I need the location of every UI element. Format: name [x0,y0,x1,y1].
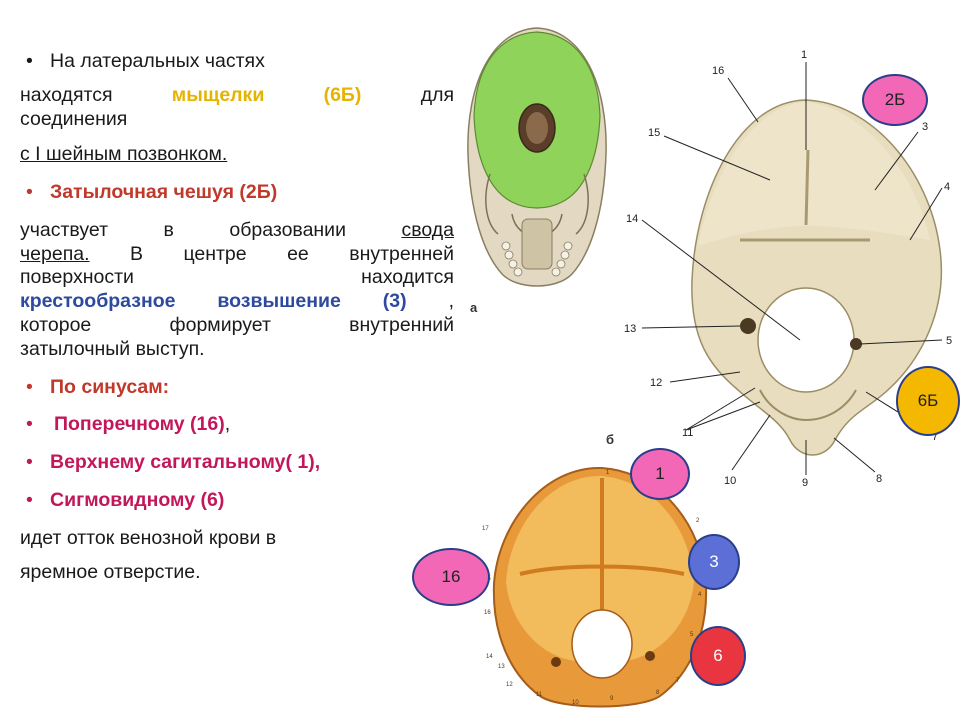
figure-letter-b: б [606,432,615,447]
line-forms: которое формирует внутренний [20,314,454,337]
label-1-small: 1 [606,470,610,476]
label-15: 15 [648,127,660,139]
bullet-condyles: На латеральных частях [20,50,454,74]
label-10: 10 [724,475,736,487]
label-10-small: 10 [572,700,579,706]
badge-6b: 6Б [896,366,960,436]
line-surface: поверхности находится [20,266,454,289]
figure-inner-skull: 17 2 1 16 4 15 5 14 13 7 12 11 9 8 10 [480,464,720,714]
bullet-occipital-squama: Затылочная чешуя (2Б) [20,181,454,205]
badge-16: 16 [412,548,490,606]
label-4: 4 [944,181,950,193]
line-condyles: находятся мыщелки (6Б) для [20,84,454,108]
line-center: черепа. В центре ее внутренней [20,243,454,267]
term-sigmoid: Сигмовидному (6) [50,488,225,511]
para-first-vertebra: с I шейным позвонком. [20,143,454,167]
label-11: 11 [682,427,693,439]
text-participates: участвует в образовании [20,218,346,241]
text-vault: свода [401,218,454,241]
text-lateral-parts: На латеральных частях [50,50,265,72]
label-5: 5 [946,335,952,347]
para-condyles: находятся мыщелки (6Б) для соединения [20,84,454,132]
para-squama: участвует в образовании свода черепа. В … [20,219,454,362]
figure-skull-base [462,24,612,296]
label-13: 13 [624,323,636,335]
label-4-small: 4 [698,592,702,598]
label-7: 7 [932,431,938,443]
badge-2b: 2Б [862,74,928,126]
label-12: 12 [650,377,662,389]
label-13-small: 13 [498,664,505,670]
label-14-small: 14 [486,654,493,660]
text-located: находятся [20,83,113,106]
bullet-sigmoid: Сигмовидному (6) [20,489,454,513]
text-jugular-foramen: яремное отверстие. [20,560,201,583]
label-14: 14 [626,213,638,225]
label-16-small: 16 [484,610,491,616]
figure-occipital-bone: 1 16 3 15 4 14 13 5 12 11 7 10 9 8 [620,40,960,490]
label-12-small: 12 [506,682,513,688]
label-16: 16 [712,65,724,77]
term-transverse: Поперечному (16) [54,413,225,436]
term-sinuses: По синусам: [50,375,170,398]
bullet-transverse: Поперечному (16), [20,413,454,437]
badge-3: 3 [688,534,740,590]
label-7-small: 7 [676,678,680,684]
label-8: 8 [876,473,882,485]
text-comma-2: , [224,413,231,436]
label-9-small: 9 [610,696,614,702]
code-2b: (2Б) [239,181,278,204]
term-occipital-squama: Затылочная чешуя [50,181,234,204]
slide-text: На латеральных частях находятся мыщелки … [20,50,454,598]
term-sagittal: Верхнему сагитальному( 1), [50,451,321,474]
badge-1: 1 [630,448,690,500]
label-8-small: 8 [656,690,660,696]
line-vault: участвует в образовании свода [20,219,454,243]
term-cruciform-eminence: крестообразное возвышение (3) [20,290,407,313]
label-1: 1 [801,49,807,61]
text-connection: соединения [20,107,128,130]
badge-6: 6 [690,626,746,686]
occipital-bone-illustration: 1 16 3 15 4 14 13 5 12 11 7 10 9 8 [624,49,952,489]
label-17: 17 [482,526,489,532]
text-center-inner: В центре ее внутренней [129,242,454,265]
inner-skull-illustration: 17 2 1 16 4 15 5 14 13 7 12 11 9 8 10 [482,466,708,708]
text-comma: , [448,290,454,313]
label-2: 2 [696,518,700,524]
text-first-vertebra: с I шейным позвонком. [20,143,228,166]
text-for: для [420,83,455,106]
figure-letter-a: а [470,300,478,315]
bullet-sinuses: По синусам: [20,376,454,400]
text-outflow: идет отток венозной крови в [20,526,277,549]
line-cruciform: крестообразное возвышение (3) , [20,290,454,314]
term-condyles: мыщелки [171,83,265,106]
text-skull: черепа. [20,242,90,265]
label-11-small: 11 [536,692,543,698]
bullet-sagittal: Верхнему сагитальному( 1), [20,451,454,475]
skull-base-illustration [467,27,607,287]
label-3: 3 [922,121,928,133]
label-5-small: 5 [690,632,694,638]
code-6b: (6Б) [323,83,362,106]
label-9: 9 [802,477,808,489]
line-protuberance: затылочный выступ. [20,337,205,360]
